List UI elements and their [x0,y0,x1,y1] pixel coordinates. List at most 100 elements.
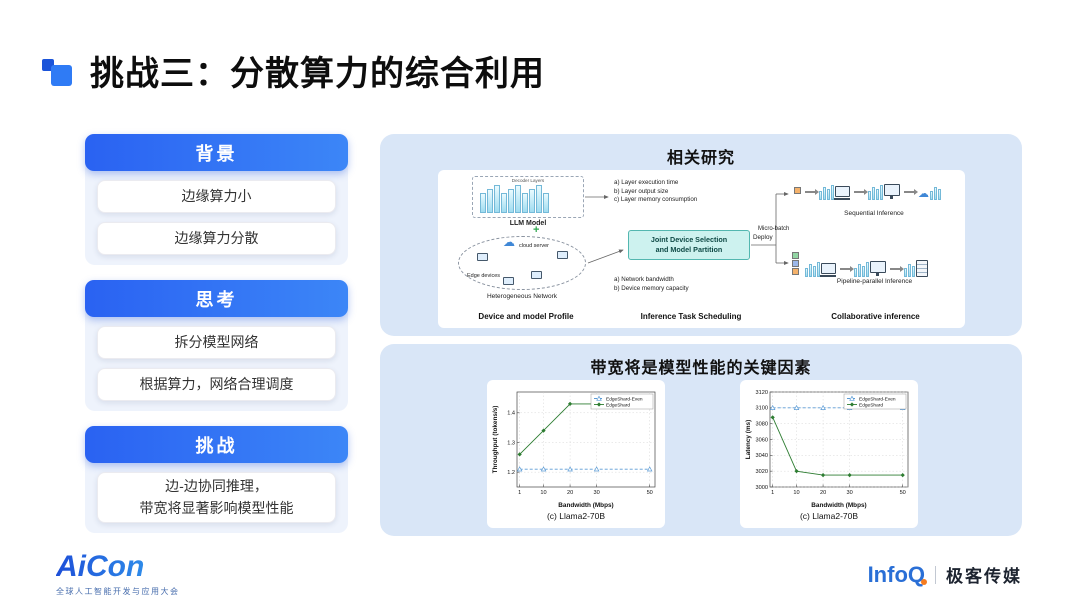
note-line: b) Layer output size [614,187,669,195]
arrow-icon [854,189,868,195]
svg-text:1: 1 [771,490,774,496]
page-title: 挑战三：分散算力的综合利用 [90,55,545,93]
svg-text:30: 30 [593,490,599,496]
pipeline-inference-row [792,252,928,277]
layer-notes: a) Layer execution time b) Layer output … [614,179,697,205]
pipeline-inference-label: Pipeline-parallel Inference [836,278,913,285]
deploy-label: Deploy [753,234,773,241]
cloud-server-label: cloud server [519,243,549,249]
sidebar-item: 边缘算力小 [97,180,336,213]
monitor-icon [870,261,886,276]
micro-batch-square-icon [794,187,801,194]
svg-text:3060: 3060 [756,437,768,443]
svg-text:1.4: 1.4 [507,411,515,417]
chart-caption: (c) Llama2-70B [799,511,859,521]
svg-text:3000: 3000 [756,485,768,491]
research-panel: 相关研究 Decoder Layers LLM Model + ☁ cloud … [380,134,1022,336]
svg-text:20: 20 [820,490,826,496]
section-header-background: 背景 [85,134,348,171]
laptop-icon [820,263,836,277]
svg-text:30: 30 [846,490,852,496]
decoder-layer-bars-icon [480,185,549,213]
collaborative-caption: Collaborative inference [831,312,920,321]
svg-text:EdgeShard-Even: EdgeShard-Even [859,396,896,402]
media-name: 极客传媒 [946,567,1022,586]
svg-text:1.3: 1.3 [507,440,515,446]
arrow-icon [904,189,918,195]
device-unit [868,184,900,200]
micro-batch-square-icon [792,252,799,259]
micro-batch-label: Micro-batch [758,226,790,232]
svg-text:3040: 3040 [756,453,768,459]
micro-batch-stack [792,252,799,275]
device-unit [805,262,836,277]
chart-caption: (c) Llama2-70B [546,511,606,521]
svg-text:EdgeShard-Even: EdgeShard-Even [606,396,643,402]
sidebar-item: 边-边协同推理， 带宽将显著影响模型性能 [97,472,336,524]
svg-text:EdgeShard: EdgeShard [606,402,630,408]
device-unit [819,185,850,200]
cloud-icon: ☁ [503,235,515,249]
layer-bars-icon [819,185,834,200]
svg-text:1.2: 1.2 [507,470,515,476]
layer-bars-icon [904,264,915,277]
micro-batch-square-icon [792,268,799,275]
scheduling-caption: Inference Task Scheduling [640,312,742,321]
edge-device-icon [557,251,568,259]
svg-text:Throughput (tokens/s): Throughput (tokens/s) [492,406,499,474]
svg-text:3020: 3020 [756,469,768,475]
svg-text:Latency (ms): Latency (ms) [745,420,752,459]
arrow-icon [840,266,854,272]
svg-text:50: 50 [647,490,653,496]
monitor-icon [884,184,900,199]
sidebar-item: 边缘算力分散 [97,222,336,255]
sidebar-section-thinking: 思考 拆分模型网络 根据算力，网络合理调度 [85,280,348,411]
sequential-inference-label: Sequential Inference [844,210,904,217]
sequential-inference-row: ☁ [794,184,941,200]
section-header-challenge: 挑战 [85,426,348,463]
infoq-logo: InfoQ 极客传媒 [868,562,1022,587]
note-line: a) Layer execution time [614,179,679,186]
note-line: a) Network bandwidth [614,276,674,283]
arrow-icon [805,189,819,195]
profile-caption: Device and model Profile [478,312,574,321]
slide-header: 挑战三：分散算力的综合利用 [42,46,545,95]
plus-icon: + [533,224,540,236]
aicon-tagline: 全球人工智能开发与应用大会 [56,587,180,596]
cloud-icon: ☁ [918,188,929,200]
decoder-layers-label: Decoder Layers [511,178,545,183]
infoq-logo-text: InfoQ [867,561,928,587]
layer-bars-icon [868,185,883,200]
network-notes: a) Network bandwidth b) Device memory ca… [614,276,689,293]
edge-devices-label: Edge devices [467,273,501,279]
laptop-icon [834,186,850,200]
research-panel-title: 相关研究 [666,150,735,167]
edge-device-icon [477,253,488,261]
layer-bars-icon [854,262,869,277]
sidebar-section-background: 背景 边缘算力小 边缘算力分散 [85,134,348,265]
sidebar-section-challenge: 挑战 边-边协同推理， 带宽将显著影响模型性能 [85,426,348,534]
heterogeneous-network-label: Heterogeneous Network [486,293,558,300]
arrow-icon [890,266,904,272]
note-line: b) Device memory capacity [614,284,689,292]
heterogeneous-network: ☁ cloud server Edge devices [458,236,586,290]
svg-text:10: 10 [793,490,799,496]
svg-text:EdgeShard: EdgeShard [859,402,883,408]
title-logo-icon [42,54,76,88]
svg-text:50: 50 [900,490,906,496]
layer-bars-icon [930,187,941,200]
device-unit [854,261,886,277]
svg-text:3100: 3100 [756,406,768,412]
edge-device-icon [531,271,542,279]
edge-device-icon [503,277,514,285]
svg-text:Bandwidth (Mbps): Bandwidth (Mbps) [558,502,613,509]
note-line: c) Layer memory consumption [614,196,698,204]
footer-divider [935,565,936,584]
svg-text:Bandwidth (Mbps): Bandwidth (Mbps) [811,502,866,509]
aicon-logo: AiCon 全球人工智能开发与应用大会 [56,552,180,597]
section-header-thinking: 思考 [85,280,348,317]
